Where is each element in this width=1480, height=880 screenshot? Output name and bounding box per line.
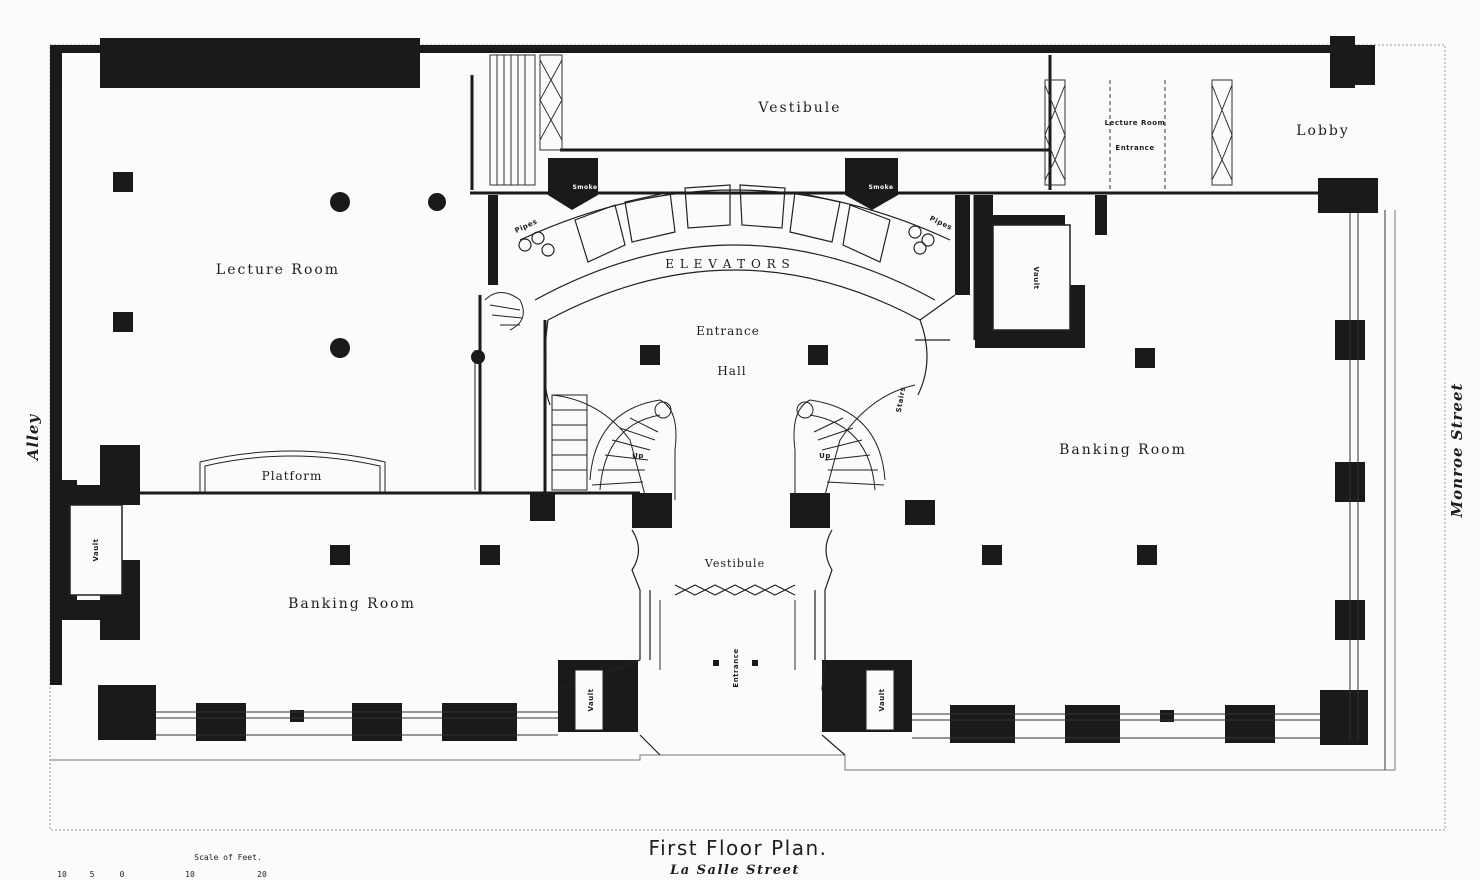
label-stairs-right-side: Stairs (895, 386, 907, 413)
label-vault-bottom-left: Vault (587, 688, 595, 711)
label-vestibule-top: Vestibule (757, 100, 841, 116)
label-vault-left: Vault (92, 538, 100, 561)
grand-stairs (551, 384, 916, 500)
label-entrance-hall-1: Entrance (696, 324, 760, 338)
label-lecture-room-entrance-1: Lecture Room (1105, 119, 1166, 127)
label-street-right: Monroe Street (1448, 383, 1466, 519)
columns (113, 172, 1157, 666)
label-banking-room-left: Banking Room (288, 596, 416, 612)
lower-vestibule (557, 529, 846, 756)
label-entrance-hall-2: Hall (717, 364, 746, 378)
label-stair-up-right: Up (819, 452, 831, 460)
left-vault-box (69, 504, 123, 596)
scale-title: Scale of Feet. (194, 853, 261, 862)
label-lecture-room-entrance-2: Entrance (1115, 144, 1154, 152)
spiral-stair (474, 292, 524, 490)
bottom-right-vault-box (865, 669, 895, 731)
label-vault-bottom-right: Vault (878, 688, 886, 711)
label-smoke-right: Smoke (868, 184, 893, 191)
bottom-left-vault-box (574, 669, 604, 731)
bottom-wall-lines (156, 711, 1320, 739)
right-wall-lines (1349, 210, 1386, 770)
label-street-left: Alley (24, 414, 42, 463)
scale-tick-1: 5 (90, 870, 95, 879)
plan-title: First Floor Plan. (649, 836, 828, 860)
platform (199, 450, 386, 493)
scale-bar: Scale of Feet. 10 5 0 10 20 (57, 853, 267, 879)
scale-tick-0: 10 (57, 870, 67, 879)
top-grilles (489, 54, 1233, 190)
upper-right-vault-box (992, 224, 1071, 331)
scale-tick-2: 0 (120, 870, 125, 879)
label-vestibule-bottom: Vestibule (704, 557, 765, 570)
plan-subtitle: La Salle Street (669, 863, 800, 878)
label-elevators: E L E V A T O R S (665, 257, 790, 271)
label-stair-up-left: Up (632, 452, 644, 460)
label-entrance: Entrance (732, 648, 740, 687)
scale-tick-3: 10 (185, 870, 195, 879)
label-lecture-room: Lecture Room (216, 262, 340, 278)
scale-tick-4: 20 (257, 870, 267, 879)
exterior-walls (50, 36, 1376, 745)
label-lobby: Lobby (1296, 123, 1350, 139)
spiral-newel (471, 350, 485, 364)
label-vault-upper-right: Vault (1032, 267, 1040, 290)
label-platform: Platform (262, 469, 323, 483)
elevator-bank (518, 184, 951, 321)
label-banking-room-right: Banking Room (1059, 442, 1187, 458)
label-smoke-left: Smoke (572, 184, 597, 191)
label-pipes-right: Pipes (928, 214, 953, 231)
entrance-hall-outline (543, 294, 956, 406)
